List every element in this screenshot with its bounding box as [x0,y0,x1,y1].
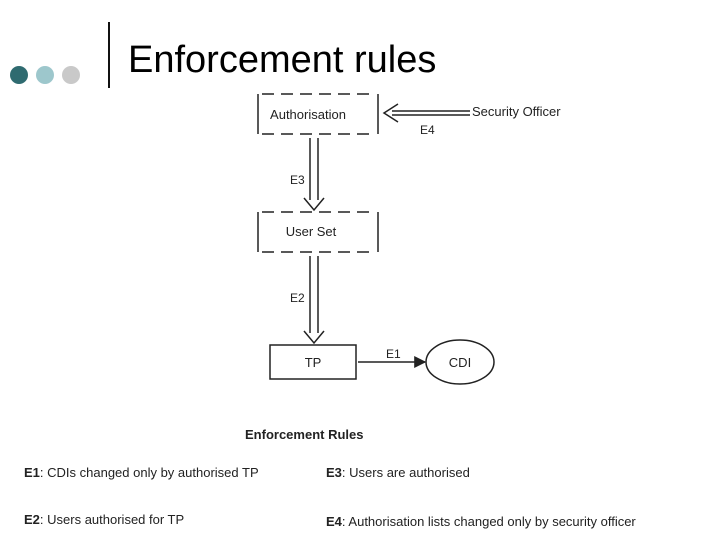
legend-rule-e3: E3: Users are authorised [326,465,470,480]
e1-edge-label: E1 [386,347,401,361]
authorisation-node: Authorisation [257,93,379,135]
slide-title: Enforcement rules [128,39,437,81]
cdi-label: CDI [449,355,471,370]
e2-edge-label: E2 [290,291,305,305]
e3-edge-label: E3 [290,173,305,187]
legend-rule-e4: E4: Authorisation lists changed only by … [326,514,636,529]
bullet-dot-grey [62,66,80,84]
slide-bullets [10,66,80,84]
legend-heading: Enforcement Rules [245,427,363,442]
security-officer-label: Security Officer [472,104,561,119]
tp-label: TP [305,355,322,370]
e2-arrowhead [303,330,325,345]
e4-arrowhead [382,103,399,123]
user-set-label: User Set [286,224,337,239]
tp-node [269,344,357,380]
bullet-dot-dark [10,66,28,84]
legend-rule-e2: E2: Users authorised for TP [24,512,184,527]
legend-rule-e1: E1: CDIs changed only by authorised TP [24,465,259,480]
authorisation-label: Authorisation [270,107,346,122]
title-divider [108,22,110,88]
user-set-node: User Set [257,211,379,253]
e4-edge-label: E4 [420,123,435,137]
e3-arrowhead [303,197,325,212]
cdi-node [425,339,495,385]
bullet-dot-light [36,66,54,84]
